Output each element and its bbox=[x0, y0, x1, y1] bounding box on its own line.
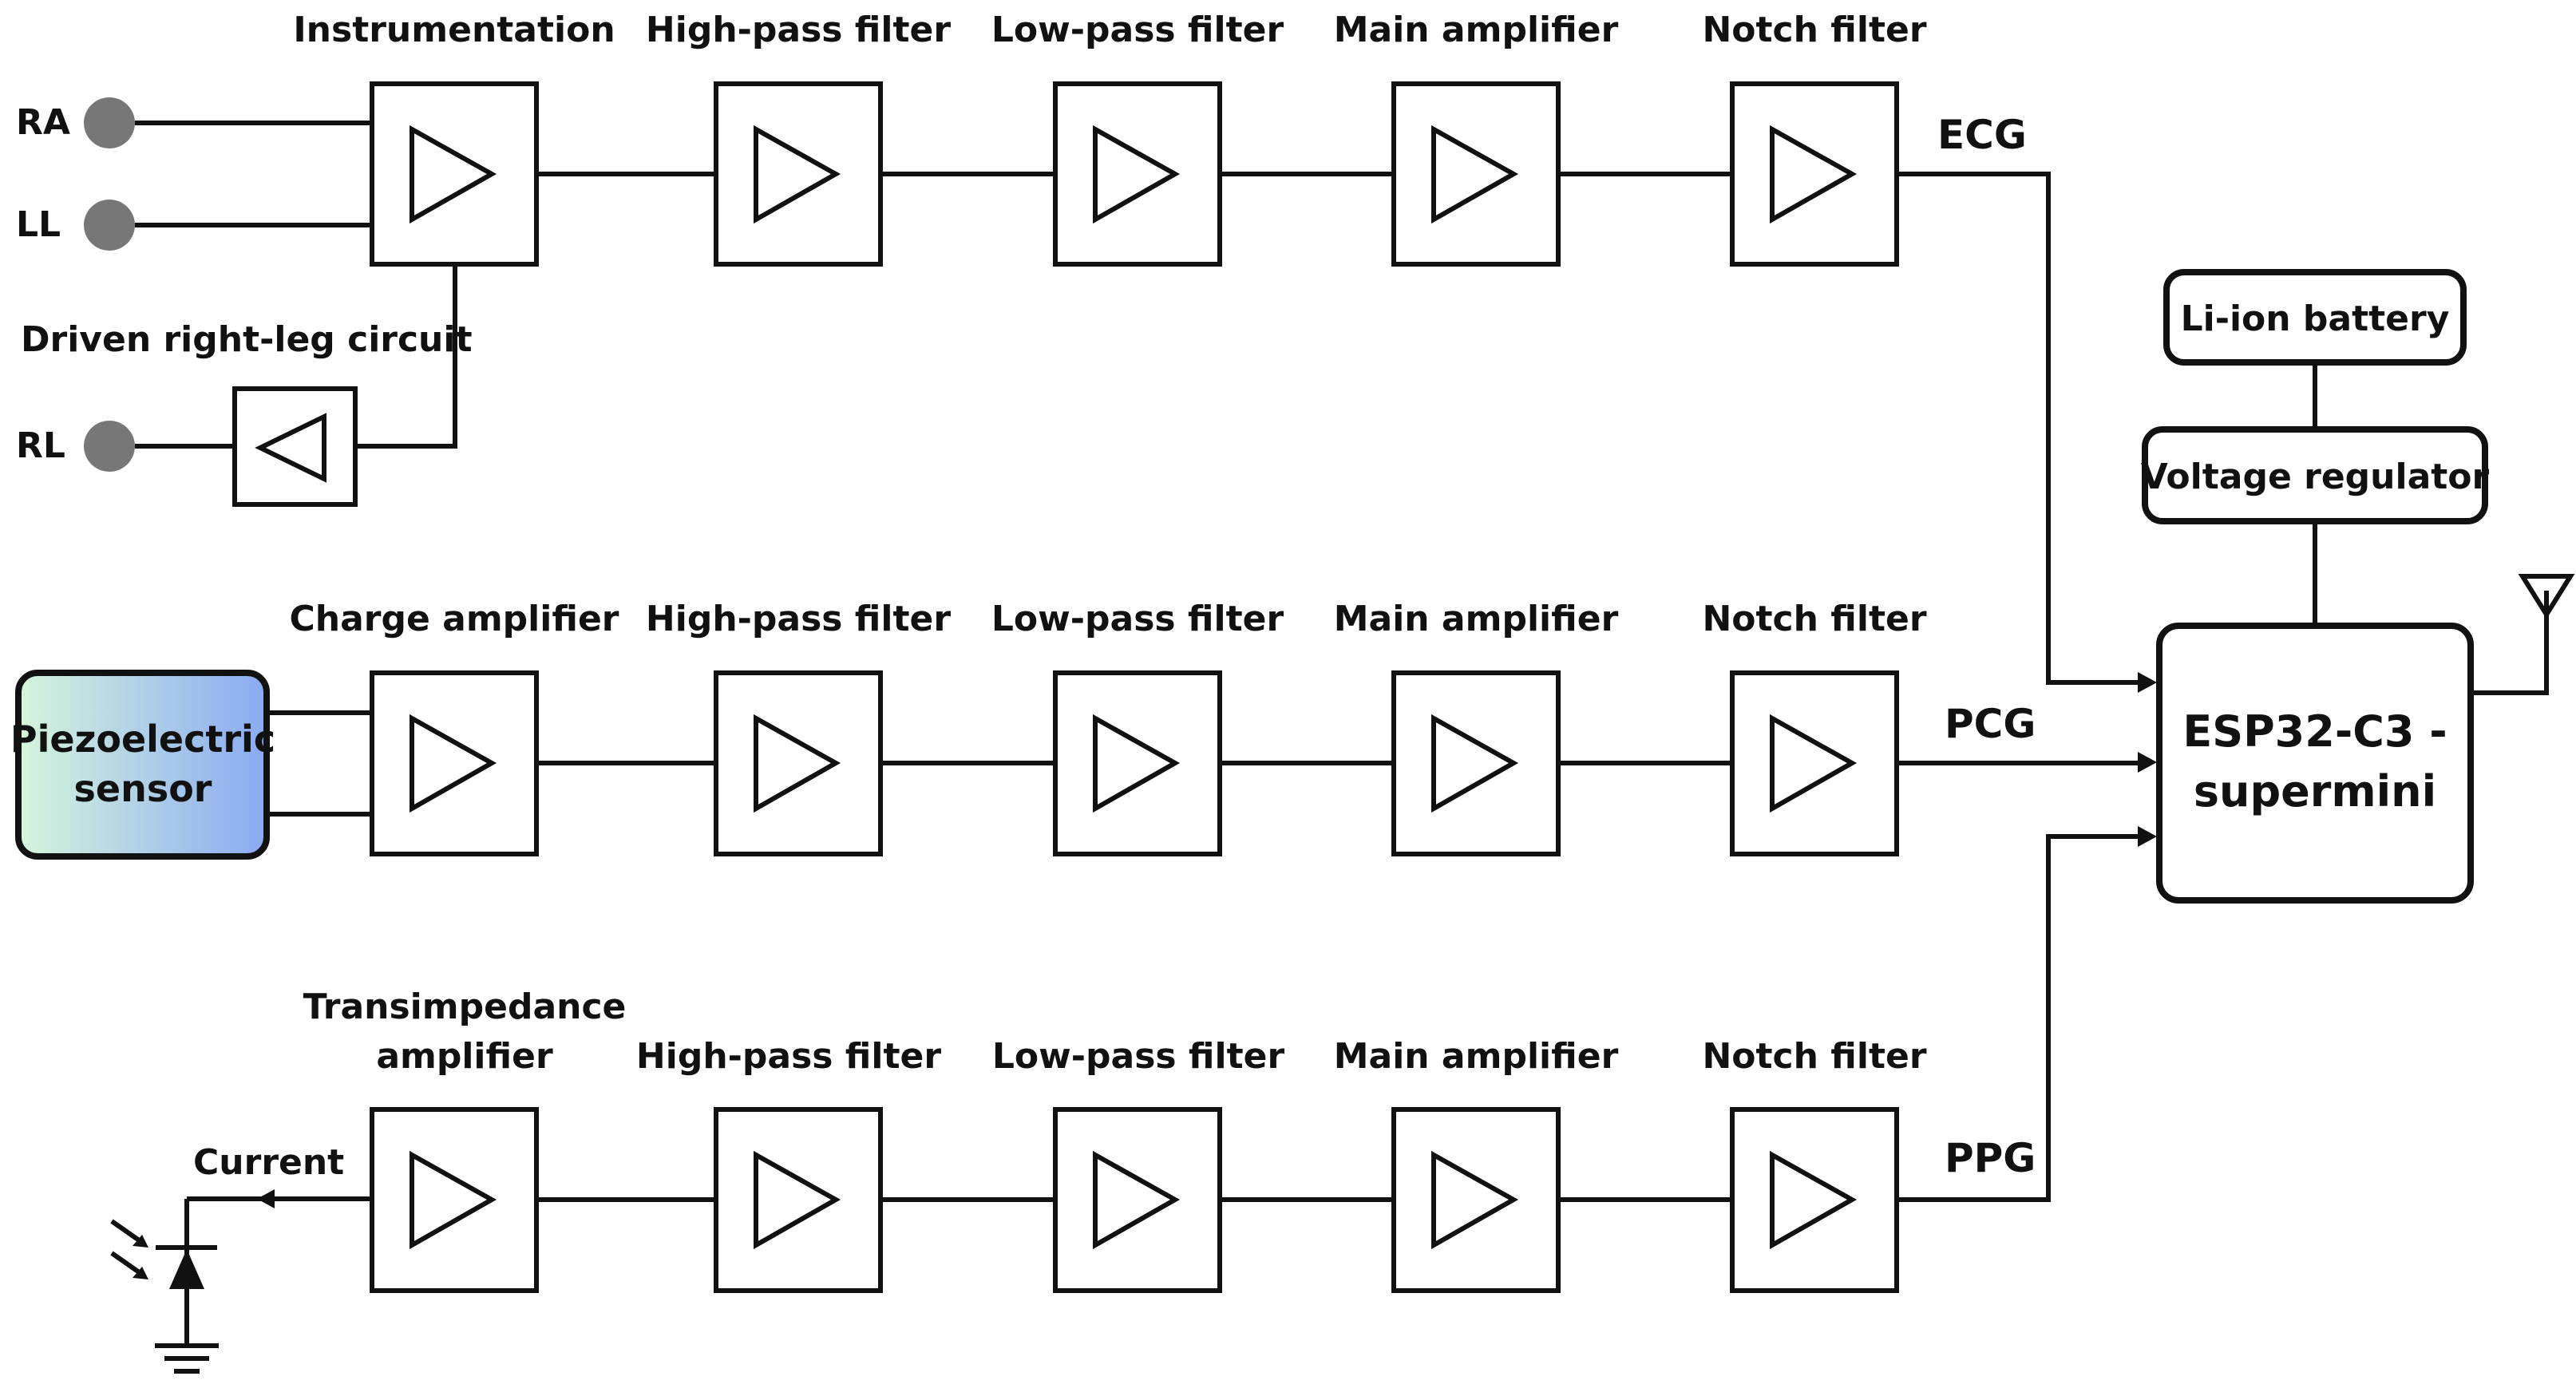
ppg-stage-3-label: Low-pass filter bbox=[992, 1036, 1285, 1077]
ppg-stage-1-label-line-1: Transimpedance bbox=[303, 987, 627, 1027]
amplifier-symbol bbox=[1770, 125, 1858, 224]
electrode-rl bbox=[84, 421, 135, 472]
ecg-stage-3-block bbox=[1053, 81, 1222, 267]
piezoelectric-sensor bbox=[15, 670, 270, 860]
amplifier-symbol bbox=[1093, 1150, 1181, 1250]
ecg-stage-1-label: Instrumentation bbox=[293, 10, 615, 50]
amplifier-symbol bbox=[410, 1150, 497, 1250]
amplifier-symbol bbox=[1431, 125, 1519, 224]
electrode-ra-label: RA bbox=[16, 102, 70, 143]
pcg-stage-4-block bbox=[1391, 670, 1561, 856]
ecg-stage-1-block bbox=[370, 81, 539, 267]
pcg-stage-1-label: Charge amplifier bbox=[289, 599, 619, 639]
ecg-stage-3-label: Low-pass filter bbox=[991, 10, 1284, 50]
pcg-stage-2-label: High-pass filter bbox=[646, 599, 951, 639]
amplifier-symbol bbox=[1431, 1150, 1519, 1250]
inverting-amplifier-symbol bbox=[255, 413, 326, 483]
ecg-stage-4-label: Main amplifier bbox=[1334, 10, 1619, 50]
ppg-stage-2-label: High-pass filter bbox=[636, 1036, 941, 1077]
ecg-stage-5-label: Notch filter bbox=[1702, 10, 1926, 50]
ppg-stage-5-label: Notch filter bbox=[1702, 1036, 1926, 1077]
mcu-label-line-2: supermini bbox=[2194, 766, 2436, 817]
sensor-label-line-1: Piezoelectric bbox=[10, 718, 275, 761]
ppg-stage-5-block bbox=[1730, 1107, 1899, 1293]
amplifier-symbol bbox=[1093, 125, 1181, 224]
electrode-ll bbox=[84, 200, 135, 251]
pcg-chain: Piezoelectric sensor Charge amplifier Hi… bbox=[10, 599, 2157, 860]
ecg-stage-4-block bbox=[1391, 81, 1561, 267]
ppg-stage-4-block bbox=[1391, 1107, 1561, 1293]
ppg-arrowhead bbox=[2138, 826, 2157, 847]
amplifier-symbol bbox=[410, 125, 497, 224]
ecg-output-label: ECG bbox=[1937, 112, 2027, 158]
pcg-output-label: PCG bbox=[1945, 701, 2036, 747]
amplifier-symbol bbox=[1770, 1150, 1858, 1250]
current-label: Current bbox=[193, 1142, 344, 1183]
amplifier-symbol bbox=[410, 714, 497, 813]
amplifier-symbol bbox=[754, 714, 841, 813]
amplifier-symbol bbox=[1770, 714, 1858, 813]
ecg-chain: RA LL RL Driven right-leg circuit Instru… bbox=[16, 10, 2157, 693]
drl-label: Driven right-leg circuit bbox=[21, 319, 473, 360]
pcg-stage-2-block bbox=[714, 670, 883, 856]
current-arrowhead bbox=[257, 1189, 275, 1208]
electrode-rl-label: RL bbox=[16, 425, 65, 466]
electrode-ra bbox=[84, 97, 135, 148]
photodiode-symbol bbox=[110, 1199, 219, 1374]
pcg-stage-5-label: Notch filter bbox=[1702, 599, 1926, 639]
pcg-stage-4-label: Main amplifier bbox=[1334, 599, 1619, 639]
ppg-stage-3-block bbox=[1053, 1107, 1222, 1293]
mcu-label-line-1: ESP32-C3 - bbox=[2182, 706, 2447, 757]
ppg-stage-4-label: Main amplifier bbox=[1334, 1036, 1619, 1077]
ecg-arrowhead bbox=[2138, 672, 2157, 693]
ppg-stage-1-block bbox=[370, 1107, 539, 1293]
battery-label: Li-ion battery bbox=[2181, 299, 2450, 339]
ppg-output-label: PPG bbox=[1945, 1135, 2036, 1181]
mcu-and-power: Li-ion battery Voltage regulator ESP32-C… bbox=[2141, 269, 2575, 904]
amplifier-symbol bbox=[754, 1150, 841, 1250]
amplifier-symbol bbox=[1093, 714, 1181, 813]
pcg-arrowhead bbox=[2138, 752, 2157, 773]
amplifier-symbol bbox=[1431, 714, 1519, 813]
antenna-icon bbox=[2471, 574, 2575, 695]
ecg-stage-2-label: High-pass filter bbox=[646, 10, 951, 50]
drl-circuit-block bbox=[232, 386, 358, 507]
sensor-label-line-2: sensor bbox=[74, 767, 212, 810]
ppg-stage-1-label-line-2: amplifier bbox=[376, 1036, 553, 1077]
electrode-ll-label: LL bbox=[16, 204, 61, 245]
pcg-stage-3-block bbox=[1053, 670, 1222, 856]
pcg-stage-5-block bbox=[1730, 670, 1899, 856]
ecg-stage-5-block bbox=[1730, 81, 1899, 267]
regulator-label: Voltage regulator bbox=[2141, 457, 2490, 497]
esp32-c3-supermini-block bbox=[2156, 623, 2474, 904]
ppg-stage-2-block bbox=[714, 1107, 883, 1293]
pcg-stage-3-label: Low-pass filter bbox=[991, 599, 1284, 639]
ppg-chain: Current Transimpedance amplifier High-pa… bbox=[110, 826, 2157, 1374]
amplifier-symbol bbox=[754, 125, 841, 224]
ecg-stage-2-block bbox=[714, 81, 883, 267]
pcg-stage-1-block bbox=[370, 670, 539, 856]
